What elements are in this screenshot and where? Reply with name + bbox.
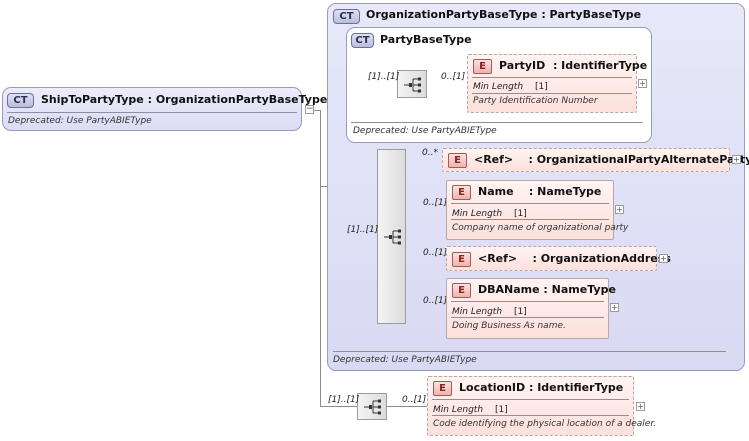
element-icon: E [433,381,452,396]
divider [451,301,604,302]
connector [320,406,357,407]
element-title: Name : NameType [478,185,602,198]
divider [451,317,604,318]
element-description: Company name of organizational party [452,223,629,233]
sequence-compositor[interactable] [397,70,427,98]
collapse-icon[interactable]: − [305,104,314,114]
divider [451,203,609,204]
expand-icon[interactable]: + [636,402,645,411]
connector [387,406,427,407]
deprecated-note: Deprecated: Use PartyABIEType [8,116,152,126]
expand-icon[interactable]: + [638,79,647,88]
facet-min-length: Min Length[1] [473,82,548,92]
root-complex-type[interactable]: CT ShipToPartyType : OrganizationPartyBa… [2,87,327,131]
element-name[interactable]: E Name : NameType Min Length[1] Company … [446,180,628,240]
divider [451,219,609,220]
sequence-icon [404,77,421,93]
cardinality-label: [1]..[1] [328,395,360,405]
cardinality-label: 0..[1] [423,296,448,306]
cardinality-label: 0..[1] [423,198,448,208]
expand-icon[interactable]: + [615,205,624,214]
facet-min-length: Min Length[1] [452,307,527,317]
divider [432,399,629,400]
element-description: Party Identification Number [473,96,598,106]
sequence-icon [364,399,381,415]
element-title: LocationID : IdentifierType [459,381,624,394]
element-organization-address[interactable]: E <Ref> : OrganizationAddress [446,246,671,271]
cardinality-label: 0..[1] [402,395,427,405]
divider [351,122,643,123]
element-description: Code identifying the physical location o… [433,419,657,429]
connector [314,110,320,111]
element-title: <Ref> : OrganizationalPartyAlternatePart… [474,153,749,166]
element-title: <Ref> : OrganizationAddress [478,252,671,265]
deprecated-note: Deprecated: Use PartyABIEType [353,126,497,136]
connector [320,110,321,407]
element-locationid[interactable]: E LocationID : IdentifierType Min Length… [427,376,656,436]
element-icon: E [452,252,471,267]
sequence-compositor[interactable] [377,149,406,324]
root-type-title: ShipToPartyType : OrganizationPartyBaseT… [41,93,328,106]
facet-min-length: Min Length[1] [452,209,527,219]
sequence-compositor[interactable] [357,393,387,420]
expand-icon[interactable]: + [659,254,668,263]
facet-min-length: Min Length[1] [433,405,508,415]
element-title: PartyID : IdentifierType [499,59,648,72]
element-dbaname[interactable]: E DBAName : NameType Min Length[1] Doing… [446,278,616,339]
divider [432,415,629,416]
sequence-icon [384,229,401,245]
cardinality-label: [1]..[1] [368,72,400,82]
divider [7,112,297,113]
element-icon: E [473,59,492,74]
cardinality-label: 0..* [422,148,438,158]
divider [472,93,632,94]
element-icon: E [448,153,467,168]
element-description: Doing Business As name. [452,321,566,331]
divider [472,77,632,78]
element-title: DBAName : NameType [478,283,616,296]
expand-icon[interactable]: + [610,303,619,312]
party-type-title: PartyBaseType [380,33,472,46]
org-type-title: OrganizationPartyBaseType : PartyBaseTyp… [366,8,642,21]
cardinality-label: 0..[1] [423,248,448,258]
complex-type-icon: CT [333,9,360,24]
cardinality-label: 0..[1] [441,72,466,82]
element-icon: E [452,283,471,298]
deprecated-note: Deprecated: Use PartyABIEType [333,355,477,365]
complex-type-icon: CT [351,33,374,48]
connector [320,186,327,187]
element-icon: E [452,185,471,200]
expand-icon[interactable]: + [732,155,741,164]
element-partyid[interactable]: E PartyID : IdentifierType Min Length[1]… [467,54,647,113]
cardinality-label: [1]..[1] [347,225,379,235]
divider [333,351,726,352]
element-alternate-party-id[interactable]: E <Ref> : OrganizationalPartyAlternatePa… [442,148,749,172]
complex-type-icon: CT [7,93,34,108]
